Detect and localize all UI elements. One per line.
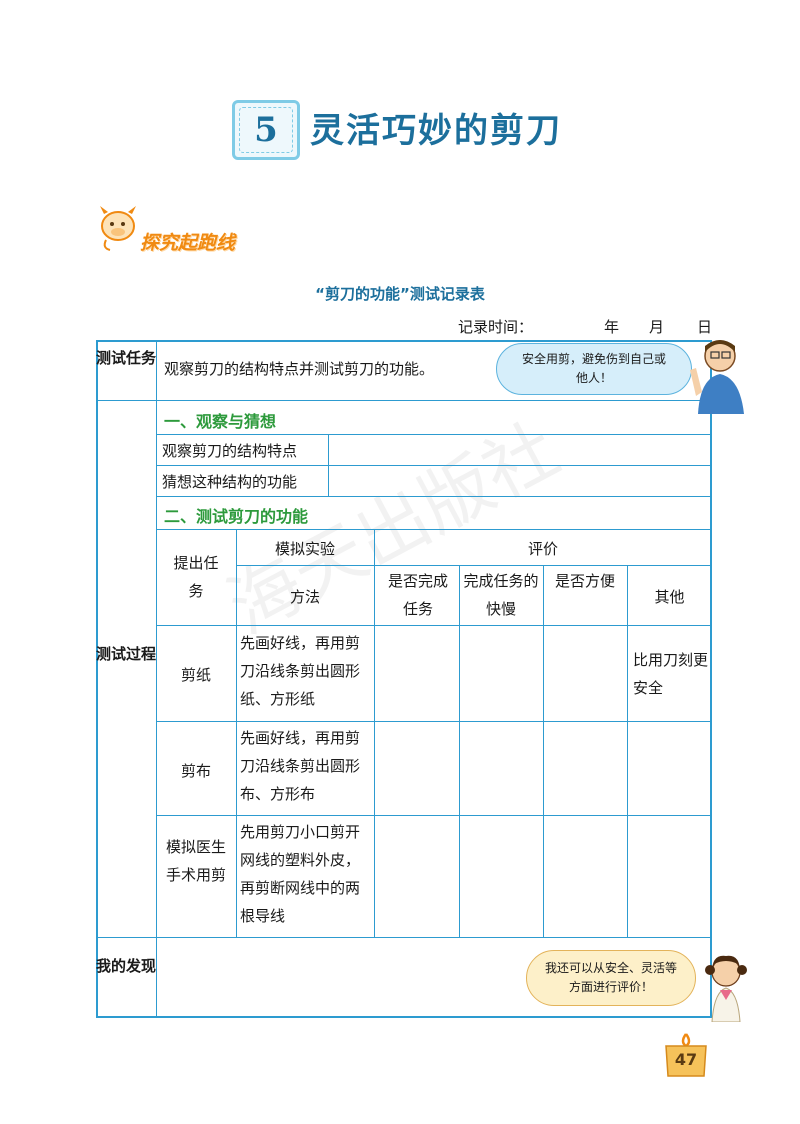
- header-eval: 评价: [527, 540, 558, 558]
- record-day: 日: [697, 318, 713, 336]
- observe-structure-label: 观察剪刀的结构特点: [162, 442, 298, 460]
- discovery-label: 我的发现: [96, 957, 157, 975]
- record-time-label: 记录时间：: [458, 318, 534, 336]
- row1-method: 先画好线，再用剪刀沿线条剪出圆形纸、方形纸: [240, 634, 361, 708]
- guess-function-label: 猜想这种结构的功能: [162, 473, 298, 491]
- page-number-tag-icon: [665, 1033, 707, 1077]
- row1-other: 比用刀刻更安全: [633, 651, 709, 697]
- hint-speech-bubble: 我还可以从安全、灵活等方面进行评价！: [526, 950, 696, 1006]
- row2-method: 先画好线，再用剪刀沿线条剪出圆形布、方形布: [240, 729, 361, 803]
- process-label: 测试过程: [96, 645, 157, 663]
- lesson-title: 灵活巧妙的剪刀: [310, 111, 562, 151]
- safety-bubble-text: 安全用剪，避免伤到自己或他人！: [521, 352, 666, 385]
- safety-speech-bubble: 安全用剪，避免伤到自己或他人！: [496, 343, 692, 395]
- record-month: 月: [649, 318, 665, 336]
- header-task: 提出任务: [173, 554, 219, 600]
- header-speed: 完成任务的快慢: [463, 572, 539, 618]
- teacher-figure-icon: [690, 340, 744, 414]
- section-title: 探究起跑线: [140, 232, 236, 254]
- row1-task: 剪纸: [180, 666, 211, 684]
- row3-task: 模拟医生手术用剪: [166, 838, 227, 884]
- girl-figure-icon: [705, 955, 747, 1022]
- lesson-number: 5: [254, 110, 278, 150]
- hint-bubble-text: 我还可以从安全、灵活等方面进行评价！: [544, 961, 677, 994]
- header-method: 方法: [289, 588, 320, 606]
- header-done: 是否完成任务: [388, 572, 449, 618]
- part1-title: 一、观察与猜想: [164, 412, 277, 431]
- record-year: 年: [604, 318, 620, 336]
- task-text: 观察剪刀的结构特点并测试剪刀的功能。: [164, 360, 435, 378]
- row3-method: 先用剪刀小口剪开网线的塑料外皮，再剪断网线中的两根导线: [240, 823, 361, 925]
- part2-title: 二、测试剪刀的功能: [164, 507, 309, 526]
- row2-task: 剪布: [180, 762, 211, 780]
- lesson-number-badge: 5: [232, 100, 300, 160]
- header-other: 其他: [654, 588, 685, 606]
- cow-mascot-icon: [100, 206, 136, 251]
- table-title: “剪刀的功能”测试记录表: [315, 285, 485, 303]
- header-easy: 是否方便: [555, 572, 616, 590]
- header-sim: 模拟实验: [274, 540, 335, 558]
- record-table: [96, 340, 712, 1018]
- task-label: 测试任务: [96, 349, 157, 367]
- page-number: 47: [674, 1050, 698, 1069]
